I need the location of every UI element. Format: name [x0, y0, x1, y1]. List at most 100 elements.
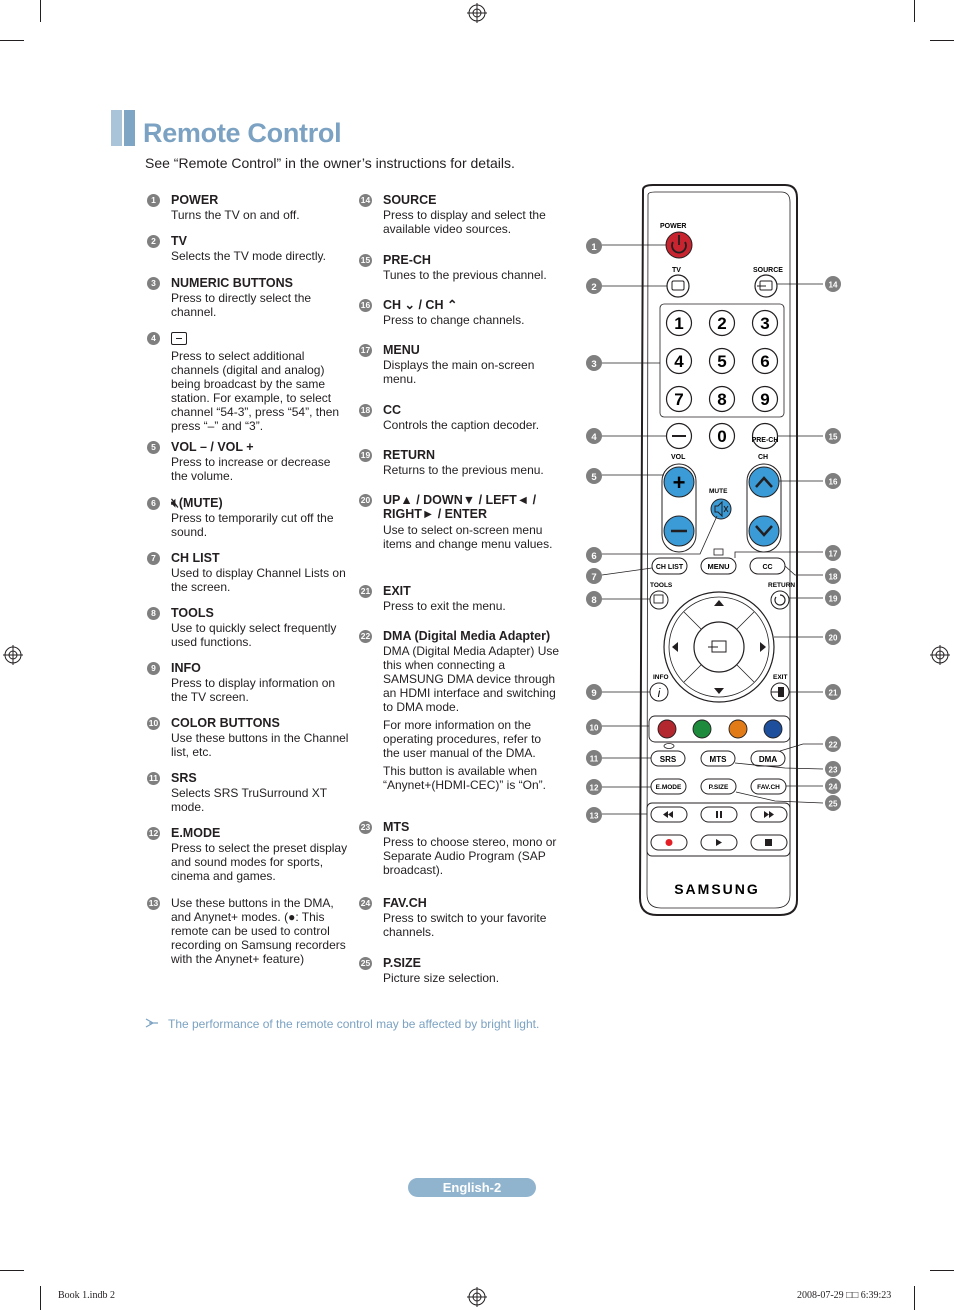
item-number: 10: [147, 717, 160, 730]
item-text: Selects SRS TruSurround XT mode.: [171, 786, 327, 814]
crop-mark: [40, 0, 41, 22]
mts-button[interactable]: [700, 750, 736, 767]
item-text: Press to select the preset display and s…: [171, 841, 348, 883]
registration-mark-icon: [3, 645, 23, 665]
crop-mark: [914, 0, 915, 22]
crop-mark: [914, 1286, 915, 1310]
item-number: 12: [147, 827, 160, 840]
red-button[interactable]: [657, 719, 677, 739]
color-buttons-frame: [648, 715, 791, 743]
tv-button[interactable]: [666, 274, 690, 298]
arrow-up-icon[interactable]: [714, 600, 724, 606]
item-number: 19: [359, 449, 372, 462]
digit-label: 1: [674, 314, 683, 333]
registration-mark-icon: [467, 3, 487, 23]
item-text: Press to exit the menu.: [383, 599, 506, 613]
digit-label: 9: [760, 390, 769, 409]
arrow-left-icon[interactable]: [672, 642, 678, 652]
item-heading: FAV.CH: [383, 896, 427, 910]
arrow-right-icon[interactable]: [760, 642, 766, 652]
transport-frame: [646, 802, 791, 857]
menu-button[interactable]: [700, 557, 737, 575]
page-number-badge: English-2: [408, 1178, 536, 1197]
numpad-frame: [659, 303, 785, 418]
callout-number: 2: [591, 282, 596, 293]
mute-button[interactable]: [710, 498, 732, 520]
callout-number: 3: [591, 359, 596, 370]
digit-button-3[interactable]: [751, 309, 779, 337]
item-heading: VOL – / VOL +: [171, 440, 254, 454]
pause-button[interactable]: [700, 806, 738, 823]
callout-number: 24: [829, 783, 838, 792]
item-text: Tunes to the previous channel.: [383, 268, 547, 282]
item-text: Press to increase or decrease the volume…: [171, 455, 331, 483]
vol-up-button[interactable]: [663, 466, 695, 498]
menu-label: MENU: [707, 562, 729, 571]
digit-button-8[interactable]: [708, 385, 736, 413]
srs-button[interactable]: [650, 750, 686, 767]
tv-label: TV: [672, 267, 681, 274]
vol-label: VOL: [671, 454, 686, 461]
pre-ch-button[interactable]: [751, 422, 779, 450]
item-heading: MTS: [383, 820, 410, 834]
tv-icon: [671, 280, 685, 291]
item-text: Press to change channels.: [383, 313, 525, 327]
crop-mark: [0, 40, 24, 41]
callout-number: 11: [590, 755, 599, 764]
ch-up-button[interactable]: [748, 466, 780, 498]
item-number: 22: [359, 630, 372, 643]
digit-button-1[interactable]: [665, 309, 693, 337]
digit-button-4[interactable]: [665, 347, 693, 375]
dash-button-icon: [171, 332, 187, 345]
ch-down-button[interactable]: [748, 515, 780, 547]
arrow-down-icon[interactable]: [714, 688, 724, 694]
enter-button[interactable]: [693, 621, 745, 673]
fav-ch-button[interactable]: [750, 778, 787, 795]
item-heading: P.SIZE: [383, 956, 421, 970]
digit-button-7[interactable]: [665, 385, 693, 413]
digit-button-6[interactable]: [751, 347, 779, 375]
note-arrow-icon: [145, 1018, 158, 1028]
item-text: Press to display and select the availabl…: [383, 208, 546, 236]
item-heading: SRS: [171, 771, 197, 785]
ch-list-button[interactable]: [651, 557, 688, 575]
blue-button[interactable]: [763, 719, 783, 739]
cc-label: CC: [762, 564, 772, 571]
item-heading: CH LIST: [171, 551, 220, 565]
item-number: 3: [147, 277, 160, 290]
callout-number: 22: [829, 741, 838, 750]
item-text: Use these buttons in the Channel list, e…: [171, 731, 349, 759]
item-number: 24: [359, 897, 372, 910]
registration-mark-icon: [467, 1287, 487, 1307]
e-mode-button[interactable]: [650, 778, 687, 795]
digit-button-5[interactable]: [708, 347, 736, 375]
item-text: Use these buttons in the DMA, and Anynet…: [171, 896, 346, 966]
digit-label: 4: [674, 352, 684, 371]
digit-label: 3: [760, 314, 769, 333]
item-heading: TV: [171, 234, 187, 248]
callout-number: 9: [591, 688, 596, 699]
digit-label: 0: [717, 427, 726, 446]
digit-button-9[interactable]: [751, 385, 779, 413]
tools-button[interactable]: [649, 590, 669, 610]
record-icon: [665, 839, 673, 846]
menu-icon: [713, 548, 724, 556]
green-button[interactable]: [692, 719, 712, 739]
fav-ch-label: FAV.CH: [757, 784, 780, 791]
return-button[interactable]: [770, 590, 790, 610]
digit-button-2[interactable]: [708, 309, 736, 337]
exit-icon: [778, 687, 784, 697]
power-label: POWER: [660, 223, 686, 230]
page-subtitle: See “Remote Control” in the owner’s inst…: [145, 155, 515, 171]
digit-button-0[interactable]: [708, 422, 736, 450]
callout-number: 7: [591, 572, 596, 583]
item-text: DMA (Digital Media Adapter) Use this whe…: [383, 644, 560, 714]
yellow-button[interactable]: [728, 719, 748, 739]
tools-icon: [653, 594, 664, 604]
p-size-button[interactable]: [700, 778, 737, 795]
